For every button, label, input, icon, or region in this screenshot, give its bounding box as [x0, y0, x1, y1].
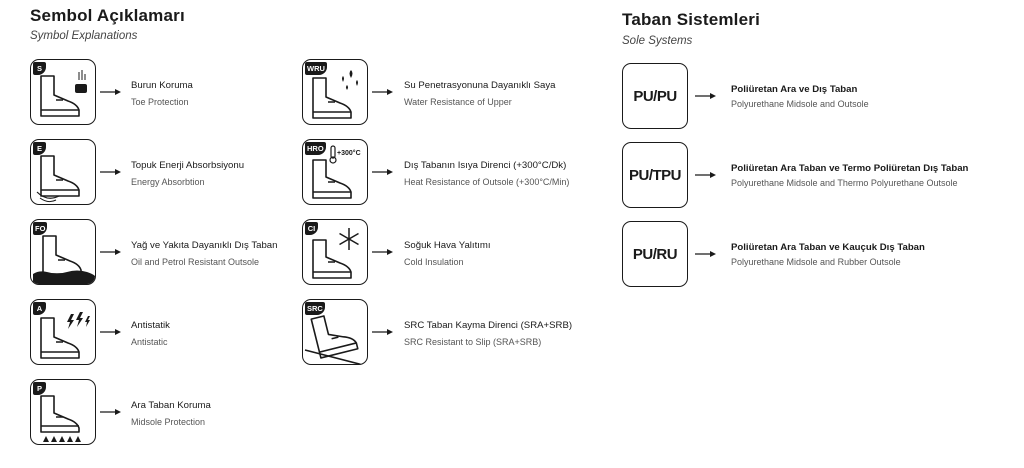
sole-code-box: PU/PU	[622, 63, 688, 129]
arrow-right-icon	[372, 169, 393, 175]
soles-title: Taban Sistemleri	[622, 10, 760, 29]
symbol-code-badge: P	[33, 382, 46, 395]
symbol-sublabel: Toe Protection	[131, 97, 189, 107]
symbols-subtitle: Symbol Explanations	[30, 30, 138, 42]
symbol-code-badge: FO	[33, 222, 48, 235]
symbol-sublabel: Energy Absorbtion	[131, 177, 205, 187]
symbol-code-badge: A	[33, 302, 46, 315]
cold-insulation-boot-icon: CI	[302, 219, 368, 285]
toe-cap-boot-icon: S	[30, 59, 96, 125]
symbol-label: SRC Taban Kayma Direnci (SRA+SRB)	[404, 320, 573, 331]
symbol-label: Ara Taban Koruma	[131, 400, 211, 411]
heel-energy-boot-icon: E	[30, 139, 96, 205]
symbol-code-badge: S	[33, 62, 46, 75]
symbol-sublabel: Water Resistance of Upper	[404, 97, 512, 107]
slip-resistant-boot-icon: SRC	[302, 299, 368, 365]
sole-code-box: PU/TPU	[622, 142, 688, 208]
symbol-label: Dış Tabanın Isıya Direnci (+300°C/Dk)	[404, 160, 567, 171]
arrow-right-icon	[100, 169, 121, 175]
symbol-label: Soğuk Hava Yalıtımı	[404, 240, 491, 251]
arrow-right-icon	[100, 249, 121, 255]
symbol-label: Burun Koruma	[131, 80, 193, 91]
arrow-right-icon	[695, 93, 716, 99]
symbol-code-badge: HRO	[305, 142, 326, 155]
water-resistant-boot-icon: WRU	[302, 59, 368, 125]
sole-code-box: PU/RU	[622, 221, 688, 287]
symbol-label: Yağ ve Yakıta Dayanıklı Dış Taban	[131, 240, 278, 251]
sole-sublabel: Polyurethane Midsole and Rubber Outsole	[731, 257, 901, 267]
oil-resistant-boot-icon: FO	[30, 219, 96, 285]
arrow-right-icon	[372, 89, 393, 95]
symbol-label: Topuk Enerji Absorbsiyonu	[131, 160, 245, 171]
symbol-label: Su Penetrasyonuna Dayanıklı Saya	[404, 80, 556, 91]
symbol-code-badge: E	[33, 142, 46, 155]
sole-label: Poliüretan Ara Taban ve Kauçuk Dış Taban	[731, 242, 925, 253]
arrow-right-icon	[100, 329, 121, 335]
heat-value-text: +300°C	[337, 149, 361, 157]
sole-sublabel: Polyurethane Midsole and Thermo Polyuret…	[731, 178, 958, 188]
sole-code: PU/PU	[633, 87, 677, 105]
symbol-code-badge: CI	[305, 222, 318, 235]
arrow-right-icon	[100, 89, 121, 95]
arrow-right-icon	[695, 172, 716, 178]
symbol-sublabel: Heat Resistance of Outsole (+300°C/Min)	[404, 177, 570, 187]
sole-code: PU/RU	[632, 245, 678, 263]
heat-resistant-boot-icon: +300°C HRO	[302, 139, 368, 205]
sole-label: Poliüretan Ara ve Dış Taban	[731, 84, 858, 95]
arrow-right-icon	[695, 251, 716, 257]
arrow-right-icon	[372, 329, 393, 335]
symbol-label: Antistatik	[131, 320, 170, 331]
symbol-sublabel: Cold Insulation	[404, 257, 464, 267]
symbol-sublabel: Antistatic	[131, 337, 168, 347]
sole-sublabel: Polyurethane Midsole and Outsole	[731, 99, 869, 109]
symbol-sublabel: SRC Resistant to Slip (SRA+SRB)	[404, 337, 542, 347]
arrow-right-icon	[100, 409, 121, 415]
symbols-title: Sembol Açıklamarı	[30, 6, 185, 25]
arrow-right-icon	[372, 249, 393, 255]
antistatic-boot-icon: A	[30, 299, 96, 365]
symbol-sublabel: Midsole Protection	[131, 417, 206, 427]
soles-subtitle: Sole Systems	[622, 35, 693, 47]
symbol-sublabel: Oil and Petrol Resistant Outsole	[131, 257, 260, 267]
sole-code: PU/TPU	[628, 166, 682, 184]
symbol-code-badge: WRU	[305, 62, 327, 75]
midsole-protection-boot-icon: P	[30, 379, 96, 445]
sole-label: Poliüretan Ara Taban ve Termo Poliüretan…	[731, 163, 969, 174]
symbol-code-badge: SRC	[305, 302, 325, 315]
